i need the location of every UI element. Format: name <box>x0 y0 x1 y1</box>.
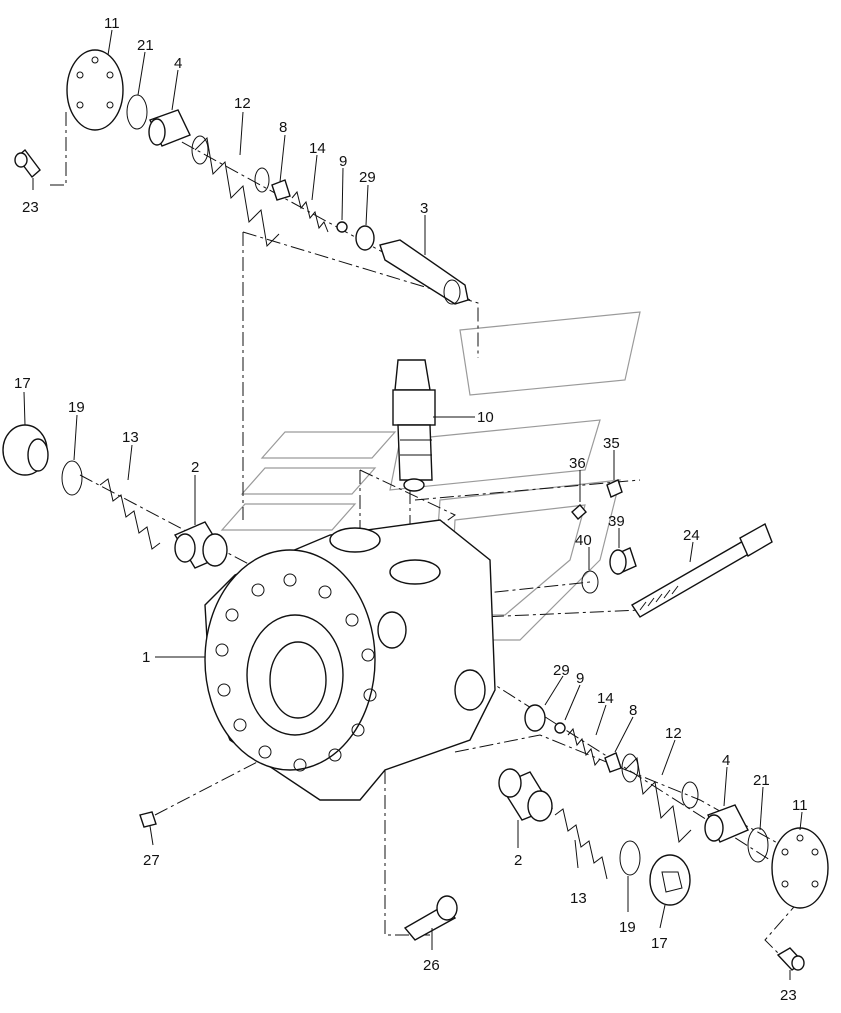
label-23-upper: 23 <box>22 199 39 216</box>
part-11-cover-upper <box>66 49 124 131</box>
label-9-upper: 9 <box>339 153 347 170</box>
part-2-sleeve-left <box>173 521 228 569</box>
label-1: 1 <box>142 649 150 666</box>
label-4-upper: 4 <box>174 55 182 72</box>
part-36-screw <box>571 504 587 520</box>
part-13-spring-lower <box>554 808 608 880</box>
label-2-lower: 2 <box>514 852 522 869</box>
part-39-plug <box>609 547 637 575</box>
part-29-washer-upper <box>355 225 375 251</box>
label-11-lower: 11 <box>792 797 808 814</box>
part-24-tie-bolt <box>631 522 773 618</box>
label-21-upper: 21 <box>137 37 154 54</box>
label-9-lower: 9 <box>576 670 584 687</box>
part-21-oring-lower <box>747 827 769 863</box>
part-1-pump-body <box>204 519 496 801</box>
label-29-upper: 29 <box>359 169 376 186</box>
label-12-lower: 12 <box>665 725 682 742</box>
part-35-plug <box>606 479 623 498</box>
label-36: 36 <box>569 455 586 472</box>
label-8-lower: 8 <box>629 702 637 719</box>
part-12-spring-upper <box>191 135 280 248</box>
part-27-pin <box>139 811 157 828</box>
part-9-ball-lower <box>554 722 566 734</box>
label-11-upper: 11 <box>104 15 120 32</box>
part-11-cover-lower <box>771 827 829 909</box>
label-39: 39 <box>608 513 625 530</box>
label-40: 40 <box>575 532 592 549</box>
label-3: 3 <box>420 200 428 217</box>
label-8-upper: 8 <box>279 119 287 136</box>
part-14-spring-upper <box>291 190 329 233</box>
part-19-oring-left <box>61 460 83 496</box>
part-29-washer-lower <box>524 704 546 732</box>
part-8-plug-lower <box>604 752 622 773</box>
part-9-ball-upper <box>336 221 348 233</box>
label-19-upper: 19 <box>68 399 85 416</box>
label-13-lower: 13 <box>570 890 587 907</box>
label-35: 35 <box>603 435 620 452</box>
part-23-bolt-upper <box>14 148 41 179</box>
part-4-sleeve-upper <box>148 109 191 147</box>
part-10-relief-valve <box>392 359 436 492</box>
label-2-upper: 2 <box>191 459 199 476</box>
part-3-spool <box>379 239 469 305</box>
label-19-lower: 19 <box>619 919 636 936</box>
label-13-upper: 13 <box>122 429 139 446</box>
part-19-oring-lower <box>619 840 641 876</box>
part-13-spring-left <box>99 478 161 550</box>
label-17-upper: 17 <box>14 375 31 392</box>
label-23-lower: 23 <box>780 987 797 1004</box>
part-4-sleeve-lower <box>704 804 749 843</box>
label-27: 27 <box>143 852 160 869</box>
part-14-spring-lower <box>567 727 601 767</box>
label-24: 24 <box>683 527 700 544</box>
label-4-lower: 4 <box>722 752 730 769</box>
part-21-oring-upper <box>126 94 148 130</box>
part-labels: 11 21 4 12 8 14 9 29 3 23 17 19 13 2 10 … <box>14 15 808 1004</box>
label-21-lower: 21 <box>753 772 770 789</box>
part-12-spring-lower <box>621 753 699 844</box>
part-17-plug-left <box>2 424 49 476</box>
label-12-upper: 12 <box>234 95 251 112</box>
part-23-bolt-lower <box>776 947 805 971</box>
part-40-oring <box>581 570 599 594</box>
label-10: 10 <box>477 409 494 426</box>
label-26: 26 <box>423 957 440 974</box>
label-17-lower: 17 <box>651 935 668 952</box>
label-14-upper: 14 <box>309 140 326 157</box>
part-17-plug-lower <box>649 854 691 906</box>
label-29-lower: 29 <box>553 662 570 679</box>
leader-lines <box>23 29 803 980</box>
part-2-sleeve-lower <box>498 768 554 822</box>
part-26-bolt <box>403 895 458 941</box>
part-8-plug-upper <box>271 179 291 201</box>
bolt-holes <box>215 573 377 772</box>
label-14-lower: 14 <box>597 690 614 707</box>
